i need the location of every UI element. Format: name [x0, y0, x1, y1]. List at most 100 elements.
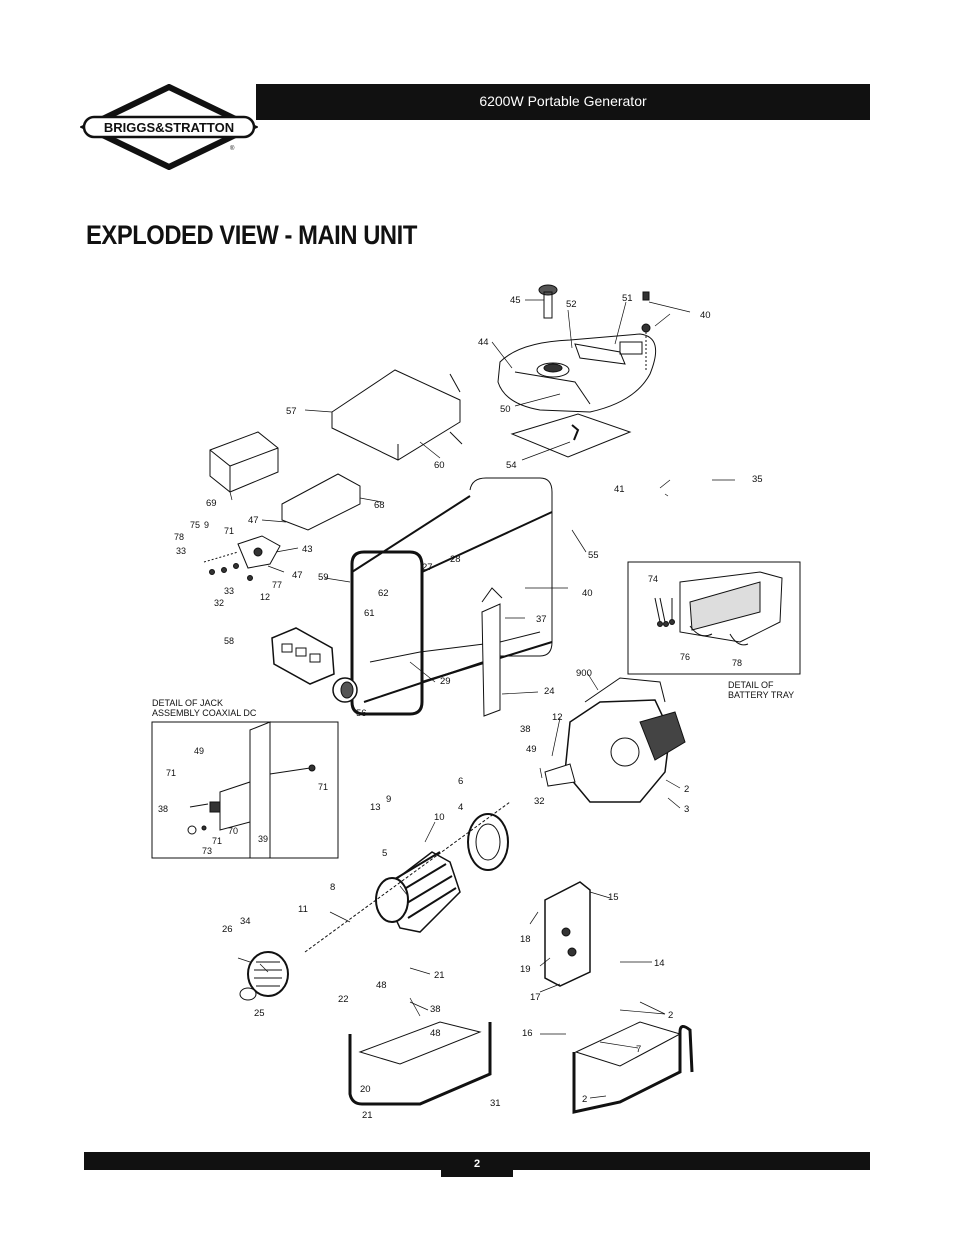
part-callout: 47 [248, 515, 259, 526]
part-callout: 76 [680, 652, 690, 662]
part-callout: 18 [520, 934, 531, 945]
part-callout: 9 [386, 794, 391, 805]
part-callout: 6 [458, 776, 463, 787]
battery-bracket [281, 473, 361, 531]
part-callout: 39 [258, 834, 268, 844]
fuel-cap [538, 284, 558, 319]
logo-diamond-icon: BRIGGS&STRATTON ® [79, 83, 259, 171]
alternator [375, 851, 461, 933]
part-callout: 71 [166, 768, 176, 778]
part-callout: 47 [292, 570, 303, 581]
part-callout: 12 [260, 592, 270, 602]
fuel-tank-pad [510, 413, 632, 458]
exploded-view-diagram: 45 52 51 40 44 50 54 57 60 69 68 41 35 4… [120, 282, 840, 1130]
fuel-tank [497, 333, 657, 413]
part-callout: 2 [684, 784, 689, 795]
part-callout: 58 [224, 636, 234, 646]
part-callout: 34 [240, 916, 251, 927]
part-callout: 24 [544, 686, 555, 697]
part-callout: 77 [272, 580, 282, 590]
part-callout: 31 [490, 1098, 501, 1109]
rear-cover [239, 951, 289, 1001]
part-callout: 45 [510, 295, 521, 306]
brand-name: BRIGGS&STRATTON [104, 120, 234, 135]
registered-mark: ® [230, 145, 235, 152]
part-callout: 2 [582, 1094, 587, 1105]
part-callout: 37 [536, 614, 547, 625]
page-heading: EXPLODED VIEW - MAIN UNIT [86, 220, 417, 250]
engine [544, 677, 686, 803]
briggs-stratton-logo: BRIGGS&STRATTON ® [79, 83, 259, 171]
part-callout: 71 [212, 836, 222, 846]
part-callout: 29 [440, 676, 451, 687]
part-callout: 40 [700, 310, 711, 321]
part-callout: 27 [422, 562, 433, 573]
jack-detail-label-2: ASSEMBLY COAXIAL DC [152, 708, 257, 718]
part-callout: 25 [254, 1008, 265, 1019]
battery [209, 431, 279, 493]
part-callout: 56 [356, 708, 367, 719]
part-callout: 50 [500, 404, 511, 415]
part-callout: 43 [302, 544, 313, 555]
part-callout: 33 [224, 586, 234, 596]
part-callout: 4 [458, 802, 463, 813]
part-callout: 48 [376, 980, 387, 991]
battery-detail-label-1: DETAIL OF [728, 680, 774, 690]
wheel-knob [332, 677, 358, 703]
part-callout: 70 [228, 826, 238, 836]
part-callout: 16 [522, 1028, 533, 1039]
part-callout: 52 [566, 299, 577, 310]
jack-assembly-detail-box [151, 721, 339, 859]
part-callout: 28 [450, 554, 461, 565]
part-callout: 2 [668, 1010, 673, 1021]
part-callout: 21 [362, 1110, 373, 1121]
part-callout: 69 [206, 498, 217, 509]
part-callout: 62 [378, 588, 389, 599]
header-bar: 6200W Portable Generator [256, 84, 870, 120]
part-callout: 19 [520, 964, 531, 975]
battery-detail-label-2: BATTERY TRAY [728, 690, 794, 700]
part-callout: 49 [194, 746, 204, 756]
frame-bracket [481, 587, 503, 717]
part-callout: 32 [214, 598, 224, 608]
part-callout: 73 [202, 846, 212, 856]
part-callout: 21 [434, 970, 445, 981]
part-callout: 61 [364, 608, 375, 619]
battery-tray-detail-box [627, 561, 801, 675]
part-callout: 11 [298, 904, 308, 915]
part-callout: 7 [636, 1044, 641, 1055]
part-callout: 44 [478, 337, 489, 348]
part-callout: 57 [286, 406, 297, 417]
control-panel [271, 627, 335, 685]
part-callout: 20 [360, 1084, 371, 1095]
part-callout: 48 [430, 1028, 441, 1039]
part-callout: 49 [526, 744, 537, 755]
part-callout: 10 [434, 812, 445, 823]
part-callout: 38 [430, 1004, 441, 1015]
part-callout: 14 [654, 958, 665, 969]
muffler [544, 881, 591, 987]
part-callout: 41 [614, 484, 625, 495]
left-cradle [348, 1021, 492, 1106]
main-frame [350, 477, 553, 716]
part-callout: 78 [174, 532, 184, 542]
part-callout: 3 [684, 804, 689, 815]
part-callout: 8 [330, 882, 335, 893]
part-callout: 60 [434, 460, 445, 471]
part-callout: 9 [204, 520, 209, 530]
part-callout: 75 [190, 520, 200, 530]
part-callout: 12 [552, 712, 563, 723]
part-callout: 900 [576, 668, 592, 679]
part-callout: 15 [608, 892, 619, 903]
part-callout: 74 [648, 574, 658, 584]
page-number: 2 [441, 1152, 513, 1177]
stator-housing [467, 813, 509, 871]
tank-bolt [641, 291, 651, 372]
part-callout: 54 [506, 460, 517, 471]
part-callout: 5 [382, 848, 387, 859]
part-callout: 17 [530, 992, 541, 1003]
part-callout: 32 [534, 796, 545, 807]
part-callout: 13 [370, 802, 381, 813]
part-callout: 35 [752, 474, 763, 485]
part-callout: 33 [176, 546, 186, 556]
